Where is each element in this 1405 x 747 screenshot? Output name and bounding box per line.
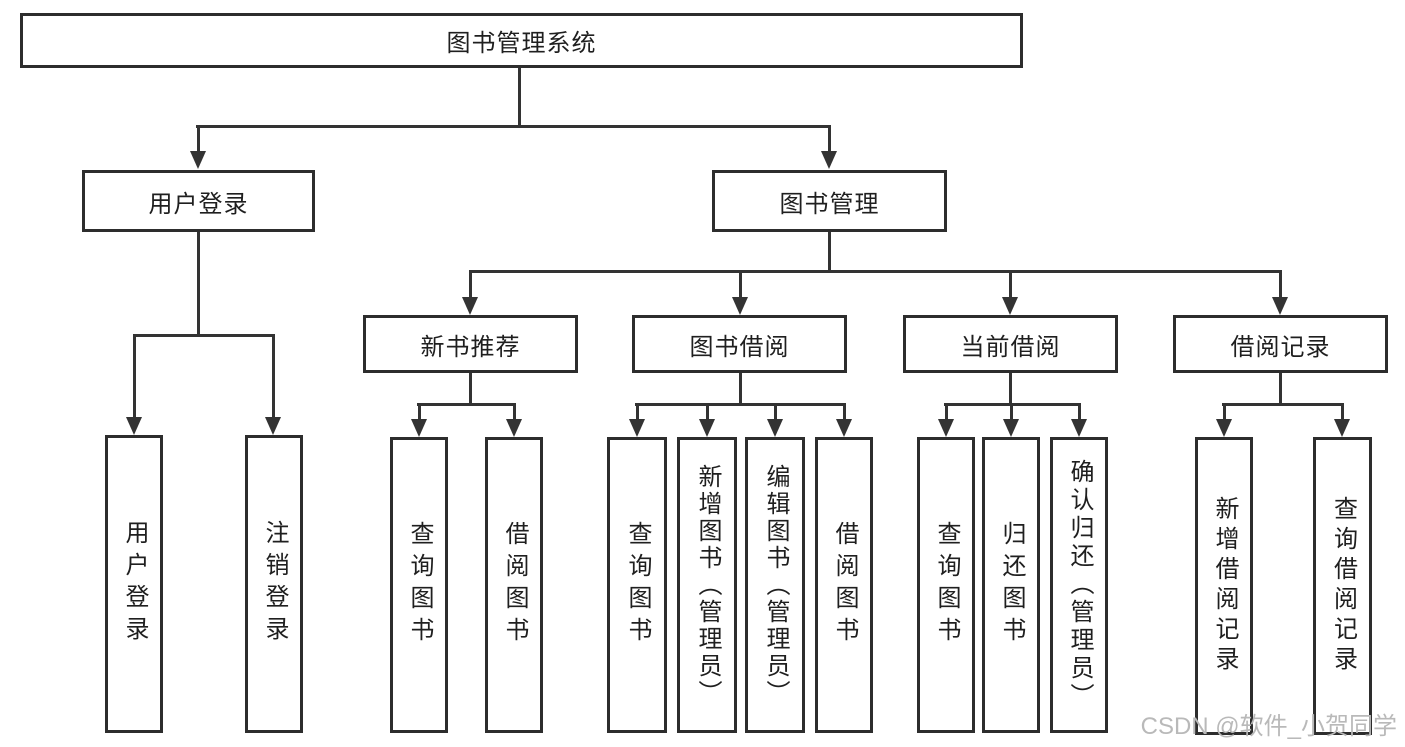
connector-vline	[1077, 403, 1081, 421]
node-root-label: 图书管理系统	[446, 30, 597, 57]
connector-hline	[1222, 403, 1344, 406]
node-add-borrow-record: 新增借阅记录	[1195, 437, 1253, 735]
node-book-borrowing: 图书借阅	[632, 315, 847, 373]
connector-vline	[705, 403, 709, 421]
connector-vline	[827, 232, 831, 272]
node-root: 图书管理系统	[20, 13, 1023, 68]
connector-hline	[133, 334, 275, 337]
arrow-down-icon	[629, 419, 645, 437]
connector-vline	[271, 334, 275, 419]
connector-vline	[1008, 373, 1012, 405]
node-label: 当前借阅	[960, 333, 1061, 361]
node-label: 确认归还（管理员）	[1066, 459, 1093, 711]
watermark: CSDN @软件_小贺同学	[1140, 713, 1397, 740]
connector-vline	[417, 403, 421, 421]
node-label: 用户登录	[121, 520, 148, 648]
node-query-books-borrow: 查询图书	[607, 437, 667, 733]
connector-hline	[417, 403, 516, 406]
connector-vline	[132, 334, 136, 419]
arrow-down-icon	[836, 419, 852, 437]
connector-vline	[944, 403, 948, 421]
node-book-management: 图书管理	[712, 170, 947, 232]
connector-vline	[1009, 403, 1013, 421]
node-label: 新增借阅记录	[1211, 496, 1238, 676]
arrow-down-icon	[126, 417, 142, 435]
connector-vline	[738, 270, 742, 297]
node-label: 归还图书	[998, 521, 1025, 649]
node-label: 图书管理	[779, 190, 880, 218]
connector-vline	[1278, 270, 1282, 297]
arrow-down-icon	[1003, 419, 1019, 437]
arrow-down-icon	[1216, 419, 1232, 437]
node-borrow-books: 借阅图书	[815, 437, 873, 733]
node-return-books: 归还图书	[982, 437, 1040, 733]
arrow-down-icon	[767, 419, 783, 437]
node-label: 查询图书	[624, 521, 651, 649]
node-label: 查询图书	[406, 521, 433, 649]
arrow-down-icon	[1272, 297, 1288, 315]
node-user-login: 用户登录	[82, 170, 315, 232]
connector-hline	[196, 125, 831, 128]
node-label: 注销登录	[261, 520, 288, 648]
connector-vline	[1008, 270, 1012, 297]
connector-vline	[842, 403, 846, 421]
connector-hline	[944, 403, 1081, 406]
node-query-borrow-record: 查询借阅记录	[1313, 437, 1372, 735]
connector-vline	[1340, 403, 1344, 421]
connector-vline	[468, 270, 472, 297]
connector-hline	[635, 403, 846, 406]
node-borrow-books-recommend: 借阅图书	[485, 437, 543, 733]
node-label: 用户登录	[148, 190, 249, 218]
node-label: 图书借阅	[689, 333, 790, 361]
node-borrowing-records: 借阅记录	[1173, 315, 1388, 373]
arrow-down-icon	[821, 151, 837, 169]
arrow-down-icon	[190, 151, 206, 169]
node-add-book-admin: 新增图书（管理员）	[677, 437, 737, 733]
node-current-borrowing: 当前借阅	[903, 315, 1118, 373]
connector-vline	[1278, 373, 1282, 405]
connector-hline	[469, 270, 1282, 273]
node-edit-book-admin: 编辑图书（管理员）	[745, 437, 805, 733]
node-label: 借阅记录	[1230, 333, 1331, 361]
arrow-down-icon	[1334, 419, 1350, 437]
node-query-books-current: 查询图书	[917, 437, 975, 733]
node-query-books-recommend: 查询图书	[390, 437, 448, 733]
connector-vline	[738, 373, 742, 405]
node-label: 编辑图书（管理员）	[762, 463, 789, 707]
connector-vline	[1222, 403, 1226, 421]
arrow-down-icon	[506, 419, 522, 437]
arrow-down-icon	[1071, 419, 1087, 437]
connector-vline	[196, 232, 200, 336]
node-user-login-action: 用户登录	[105, 435, 163, 733]
connector-vline	[196, 125, 200, 153]
arrow-down-icon	[699, 419, 715, 437]
node-label: 借阅图书	[501, 521, 528, 649]
node-label: 新增图书（管理员）	[694, 463, 721, 707]
node-label: 查询借阅记录	[1329, 496, 1357, 676]
node-label: 借阅图书	[831, 521, 858, 649]
connector-vline	[827, 125, 831, 153]
arrow-down-icon	[265, 417, 281, 435]
connector-vline	[469, 373, 472, 405]
connector-vline	[512, 403, 516, 421]
node-confirm-return-admin: 确认归还（管理员）	[1050, 437, 1108, 733]
node-new-book-recommend: 新书推荐	[363, 315, 578, 373]
arrow-down-icon	[462, 297, 478, 315]
arrow-down-icon	[938, 419, 954, 437]
arrow-down-icon	[1002, 297, 1018, 315]
connector-vline	[518, 68, 521, 127]
arrow-down-icon	[411, 419, 427, 437]
arrow-down-icon	[732, 297, 748, 315]
connector-vline	[635, 403, 639, 421]
node-label: 查询图书	[933, 521, 960, 649]
node-label: 新书推荐	[420, 333, 521, 361]
connector-vline	[773, 403, 777, 421]
node-logout-action: 注销登录	[245, 435, 303, 733]
